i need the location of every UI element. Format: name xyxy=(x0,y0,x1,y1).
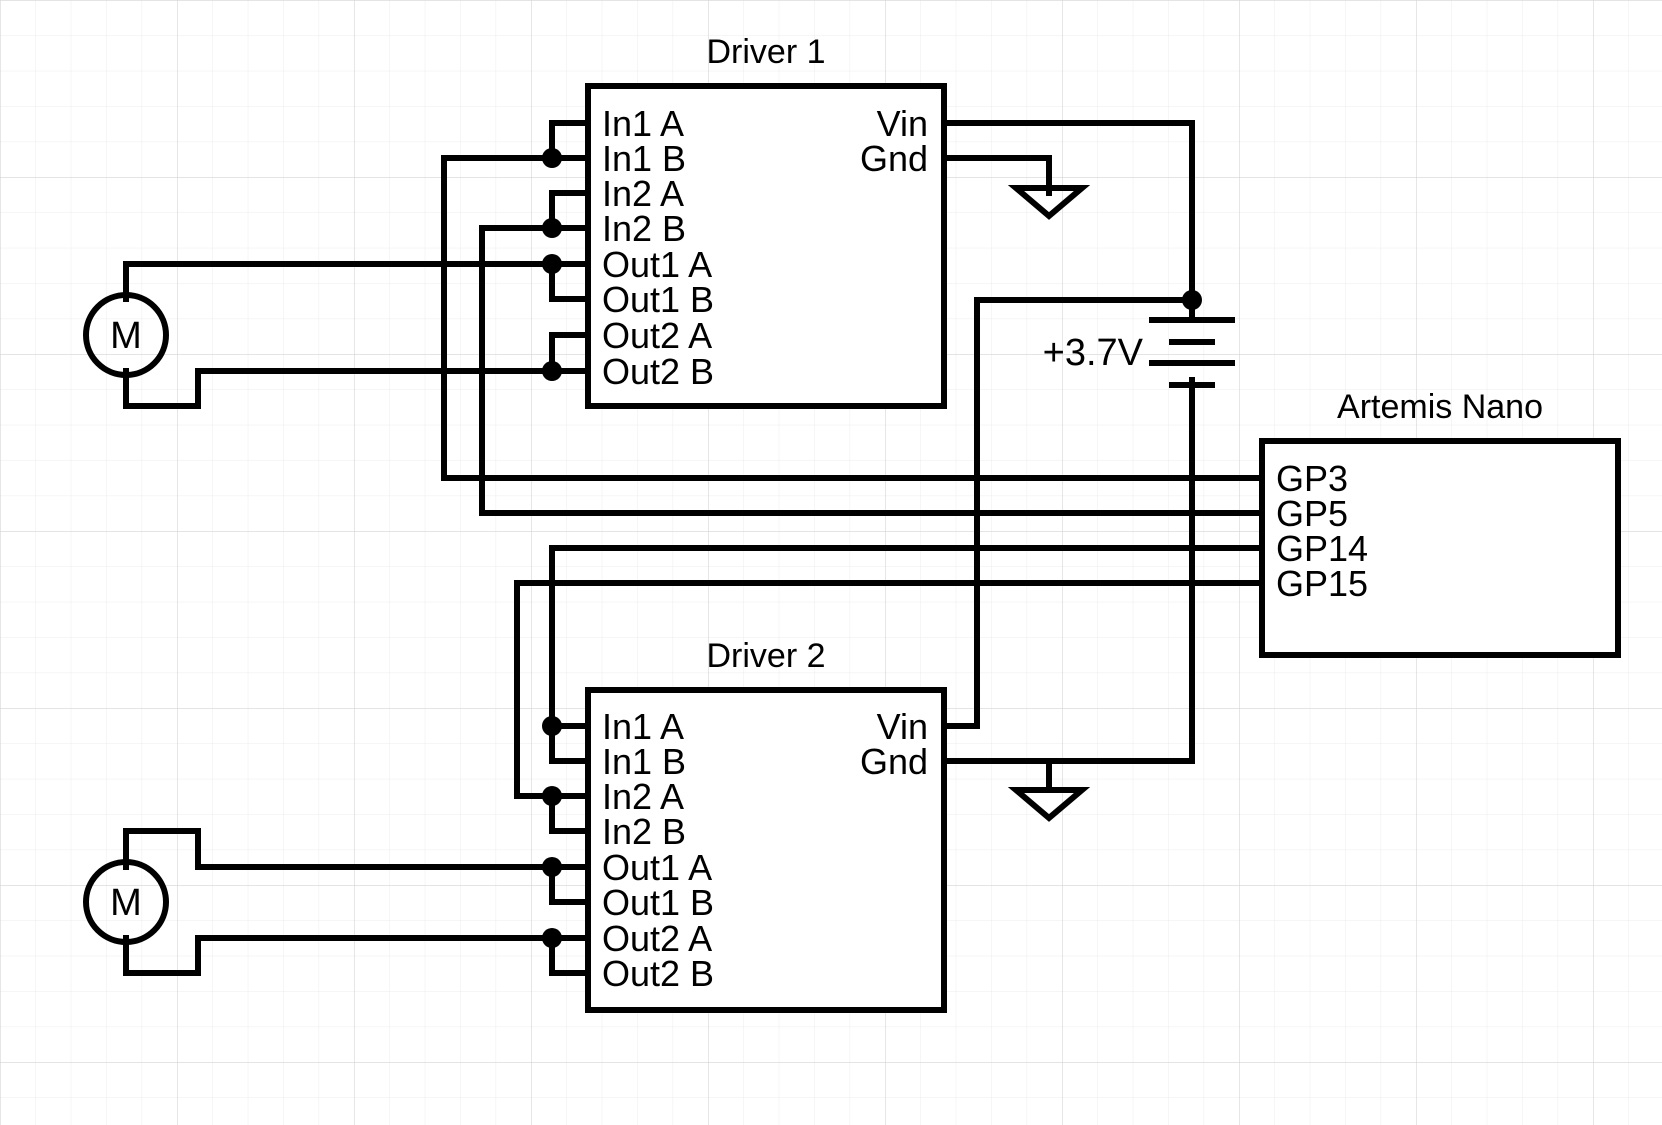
wire-motor1-b xyxy=(123,368,591,409)
battery xyxy=(1149,317,1235,388)
junction-dot xyxy=(542,928,562,948)
wire-d2-out1-bridge xyxy=(549,864,591,905)
artemis-nano: Artemis Nano GP3 GP5 GP14 GP15 xyxy=(1259,388,1621,658)
motor-2: M xyxy=(83,859,169,945)
driver2-body xyxy=(585,687,947,1013)
driver1-body xyxy=(585,83,947,409)
motor-icon xyxy=(83,859,169,945)
driver1-pin-gnd: Gnd xyxy=(860,138,928,179)
motor1-label: M xyxy=(110,315,142,357)
artemis-title: Artemis Nano xyxy=(1337,388,1543,426)
wire-gnd-bus xyxy=(941,377,1195,764)
driver1-pin-vin: Vin xyxy=(877,103,928,144)
artemis-pin-gp3: GP3 xyxy=(1276,458,1348,499)
junction-dot xyxy=(542,254,562,274)
junction-dot xyxy=(542,716,562,736)
motor-1: M xyxy=(83,292,169,378)
wire-motor2-a xyxy=(123,828,591,870)
wire-d2-out2-bridge xyxy=(549,935,591,976)
driver2-pin-in2a: In2 A xyxy=(602,776,684,817)
ground-icon xyxy=(1007,787,1091,822)
wire-motor2-b xyxy=(123,935,591,976)
battery-label: +3.7V xyxy=(1043,332,1144,374)
driver1-pin-out2a: Out2 A xyxy=(602,315,712,356)
driver2-pin-in2b: In2 B xyxy=(602,811,686,852)
wire-vin-bus xyxy=(941,297,1195,729)
driver2-title: Driver 2 xyxy=(706,637,825,675)
driver2-pin-gnd: Gnd xyxy=(860,741,928,782)
motor2-label: M xyxy=(110,882,142,924)
driver1-title: Driver 1 xyxy=(706,33,825,71)
driver2-pin-out2b: Out2 B xyxy=(602,953,714,994)
junction-dot xyxy=(542,361,562,381)
wire-d2-in2-bridge xyxy=(549,793,591,834)
wire-d1-out1-bridge xyxy=(549,261,591,302)
wire-gp3 xyxy=(441,155,1265,481)
wire-d1-gnd xyxy=(941,155,1052,196)
driver1-pin-in2b: In2 B xyxy=(602,208,686,249)
junction-dot xyxy=(542,786,562,806)
ground-icon xyxy=(1007,185,1091,220)
wire-gp5 xyxy=(479,225,1265,516)
driver2-pin-out1b: Out1 B xyxy=(602,882,714,923)
junction-dot xyxy=(542,857,562,877)
wire-d1-vin xyxy=(941,120,1195,323)
junction-dot xyxy=(542,148,562,168)
driver-2: Driver 2 In1 A In1 B In2 A In2 B Out1 A … xyxy=(585,637,947,1013)
driver1-pin-in1a: In1 A xyxy=(602,103,684,144)
driver2-pin-in1b: In1 B xyxy=(602,741,686,782)
artemis-pin-gp15: GP15 xyxy=(1276,563,1368,604)
driver1-pin-in1b: In1 B xyxy=(602,138,686,179)
artemis-pin-gp14: GP14 xyxy=(1276,528,1368,569)
driver1-pin-in2a: In2 A xyxy=(602,173,684,214)
wire-gp14 xyxy=(549,545,1265,764)
driver-1: Driver 1 In1 A In1 B In2 A In2 B Out1 A … xyxy=(585,33,947,409)
junctions xyxy=(542,148,1202,948)
driver2-pin-in1a: In1 A xyxy=(602,706,684,747)
artemis-pin-gp5: GP5 xyxy=(1276,493,1348,534)
wire-motor1-a xyxy=(123,261,591,302)
driver2-pin-out2a: Out2 A xyxy=(602,918,712,959)
junction-dot xyxy=(542,218,562,238)
junction-dot xyxy=(1182,290,1202,310)
wire-d1-out2-bridge xyxy=(549,332,591,374)
artemis-body xyxy=(1259,438,1621,658)
driver2-pin-vin: Vin xyxy=(877,706,928,747)
motor-icon xyxy=(83,292,169,378)
driver1-pin-out2b: Out2 B xyxy=(602,351,714,392)
driver1-pin-out1b: Out1 B xyxy=(602,279,714,320)
driver1-pin-out1a: Out1 A xyxy=(602,244,712,285)
driver2-pin-out1a: Out1 A xyxy=(602,847,712,888)
